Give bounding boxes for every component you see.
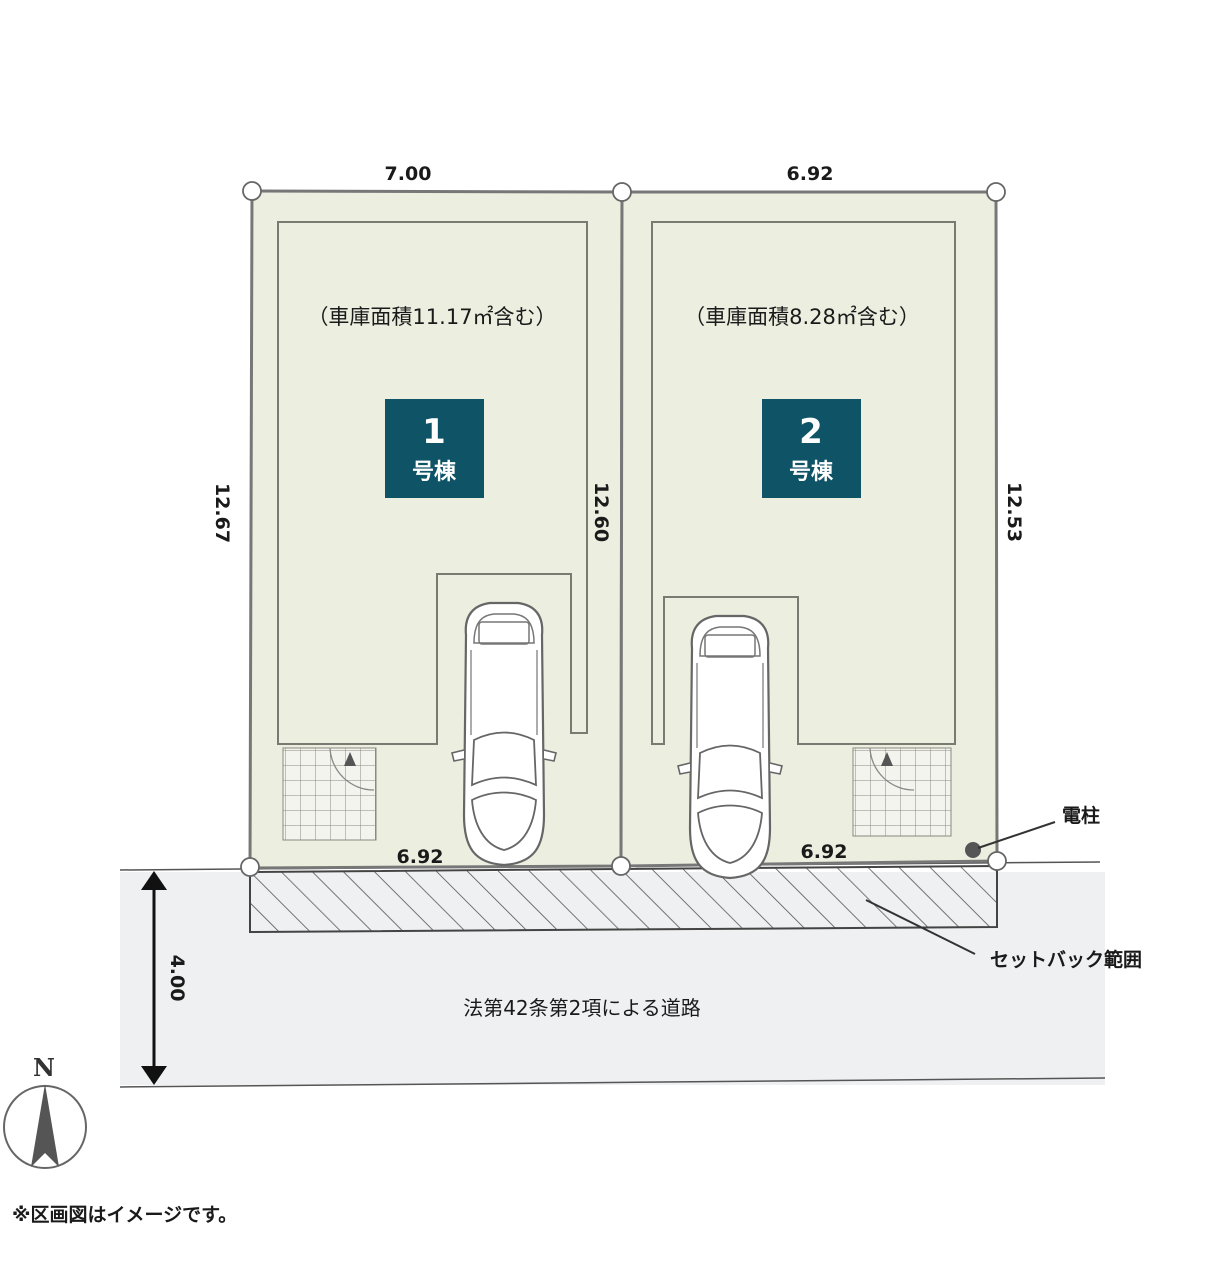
entrance-arrow-icon (344, 752, 356, 766)
road-width-label: 4.00 (166, 955, 188, 1002)
lot-1-dim-bottom: 6.92 (397, 846, 444, 868)
north-label: N (33, 1053, 55, 1082)
lot-2-number: 2 (799, 412, 823, 452)
lot-1-garage-note: （車庫面積11.17㎡含む） (307, 305, 556, 329)
building-footprint-1 (277, 221, 588, 745)
entrance-arrow-icon (881, 752, 893, 766)
car-icon (676, 614, 784, 880)
utility-pole-icon (965, 842, 981, 858)
road-label: 法第42条第2項による道路 (463, 996, 701, 1020)
car-icon (450, 601, 558, 867)
setback-leader (865, 899, 976, 955)
north-arrow: N (3, 1053, 87, 1169)
north-arrow-icon (31, 1084, 59, 1167)
lot-1-number: 1 (422, 412, 446, 452)
building-footprint-2 (651, 221, 956, 745)
utility-pole-leader (977, 821, 1056, 849)
lot-1-badge: 1 号棟 (385, 399, 484, 498)
lot-2-dim-right: 12.53 (1003, 482, 1025, 542)
lot-1-dim-left: 12.67 (211, 483, 233, 543)
setback-label: セットバック範囲 (990, 948, 1142, 971)
lot-2-dim-top: 6.92 (787, 163, 834, 185)
lot-2-garage-note: （車庫面積8.28㎡含む） (684, 305, 920, 329)
road-edge-bottom (119, 1077, 1106, 1088)
lot-2-dim-bottom: 6.92 (801, 841, 848, 863)
lot-2-building-label: 号棟 (789, 459, 834, 485)
road-width-arrow (141, 871, 167, 1085)
lot-1-dim-right: 12.60 (590, 482, 612, 542)
setback-area (249, 864, 998, 934)
footnote: ※区画図はイメージです。 (12, 1204, 237, 1226)
utility-pole-label: 電柱 (1062, 804, 1100, 827)
entrance-1 (282, 747, 377, 841)
lot-2-badge: 2 号棟 (762, 399, 861, 498)
lot-1-building-label: 号棟 (412, 459, 457, 485)
entrance-2 (852, 747, 952, 837)
boundary-markers (240, 181, 1007, 877)
lot-1-dim-top: 7.00 (385, 163, 432, 185)
